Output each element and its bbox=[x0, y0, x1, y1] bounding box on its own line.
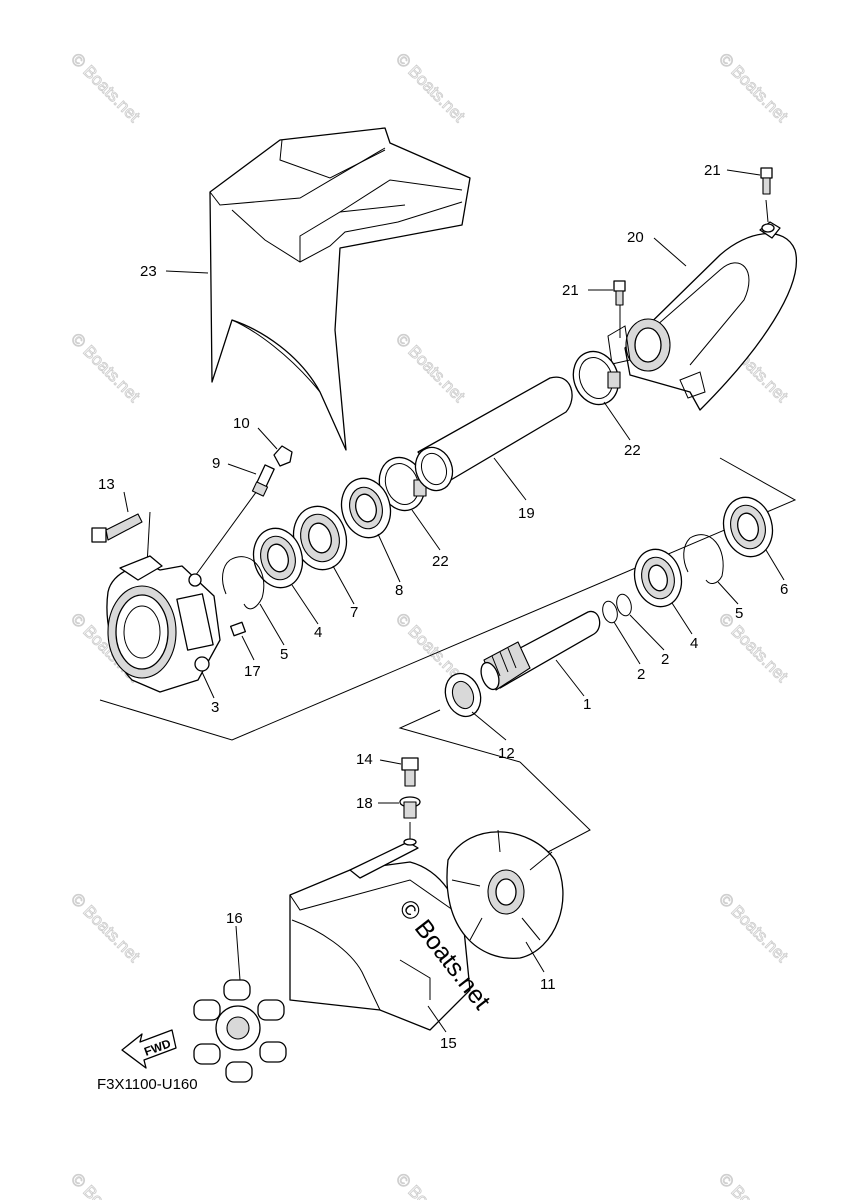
watermark-text: © Boats.net bbox=[67, 49, 144, 126]
callout-12: 12 bbox=[498, 745, 515, 762]
part-5-circlip-left[interactable] bbox=[222, 556, 265, 610]
callout-22: 22 bbox=[624, 442, 641, 459]
part-21-bolt-lower[interactable] bbox=[613, 280, 626, 306]
watermark-text: © Boats.net bbox=[67, 329, 144, 406]
part-1-drive-shaft[interactable] bbox=[478, 610, 601, 691]
callout-leaders bbox=[123, 169, 785, 1033]
assembly-guide-lines bbox=[99, 199, 797, 853]
callout-4: 4 bbox=[690, 635, 698, 652]
part-23-cover[interactable] bbox=[209, 127, 471, 451]
callout-10: 10 bbox=[233, 415, 250, 432]
watermark-text: © Boats.net bbox=[67, 889, 144, 966]
callout-21: 21 bbox=[704, 162, 721, 179]
callout-3: 3 bbox=[211, 699, 219, 716]
callout-15: 15 bbox=[440, 1035, 457, 1052]
callout-9: 9 bbox=[212, 455, 220, 472]
part-4-bearing-left[interactable] bbox=[247, 523, 309, 593]
callout-18: 18 bbox=[356, 795, 373, 812]
callout-6: 6 bbox=[780, 581, 788, 598]
callout-labels: 21 20 21 23 22 10 9 19 13 22 8 7 4 5 17 … bbox=[98, 162, 788, 1052]
part-10-cap[interactable] bbox=[273, 445, 293, 467]
callout-17: 17 bbox=[244, 663, 261, 680]
callout-5: 5 bbox=[280, 646, 288, 663]
watermark-text: © Boats.net bbox=[715, 889, 792, 966]
callout-7: 7 bbox=[350, 604, 358, 621]
part-18-collar[interactable] bbox=[399, 796, 421, 819]
part-4-bearing-right[interactable] bbox=[628, 544, 687, 612]
diagram-code: F3X1100-U160 bbox=[97, 1076, 198, 1093]
watermark-text: © Boats.net bbox=[392, 329, 469, 406]
watermark-text: © Boats.net bbox=[392, 49, 469, 126]
part-22-hose-clamp-upper[interactable] bbox=[566, 345, 626, 411]
part-21-bolt-upper[interactable] bbox=[760, 167, 773, 195]
part-20-outlet-nozzle[interactable] bbox=[607, 221, 797, 411]
part-9-grease-nipple[interactable] bbox=[251, 464, 275, 497]
part-2-o-ring-b[interactable] bbox=[614, 593, 633, 618]
part-14-bolt[interactable] bbox=[401, 757, 419, 787]
callout-19: 19 bbox=[518, 505, 535, 522]
part-5-circlip-right[interactable] bbox=[683, 534, 724, 584]
part-8-oil-seal[interactable] bbox=[335, 473, 397, 543]
callout-23: 23 bbox=[140, 263, 157, 280]
part-12-washer[interactable] bbox=[440, 669, 487, 722]
callout-2: 2 bbox=[661, 651, 669, 668]
part-16-damper[interactable] bbox=[193, 979, 287, 1083]
callout-1: 1 bbox=[583, 696, 591, 713]
part-7-bearing[interactable] bbox=[287, 500, 354, 575]
watermark-text: © Boats.net bbox=[715, 1169, 792, 1200]
part-11-coupler[interactable] bbox=[446, 829, 564, 959]
watermark-text: © Boats.net bbox=[392, 1169, 469, 1200]
callout-2: 2 bbox=[637, 666, 645, 683]
callout-21: 21 bbox=[562, 282, 579, 299]
watermark-text: © Boats.net bbox=[715, 49, 792, 126]
watermark-text: © Boats.net bbox=[715, 609, 792, 686]
callout-5: 5 bbox=[735, 605, 743, 622]
callout-4: 4 bbox=[314, 624, 322, 641]
fwd-arrow-icon: FWD bbox=[121, 1029, 177, 1069]
callout-14: 14 bbox=[356, 751, 373, 768]
part-13-bolt[interactable] bbox=[91, 513, 143, 543]
callout-16: 16 bbox=[226, 910, 243, 927]
part-19-hose[interactable] bbox=[410, 376, 573, 496]
callout-11: 11 bbox=[540, 976, 556, 993]
watermark-text: © Boats.net bbox=[67, 1169, 144, 1200]
callout-22: 22 bbox=[432, 553, 449, 570]
callout-20: 20 bbox=[627, 229, 644, 246]
part-3-bearing-housing[interactable] bbox=[106, 555, 221, 693]
part-6-bearing-right[interactable] bbox=[717, 492, 779, 562]
part-17-dowel-pin[interactable] bbox=[230, 621, 246, 637]
part-2-o-ring-a[interactable] bbox=[600, 600, 619, 625]
callout-13: 13 bbox=[98, 476, 115, 493]
callout-8: 8 bbox=[395, 582, 403, 599]
